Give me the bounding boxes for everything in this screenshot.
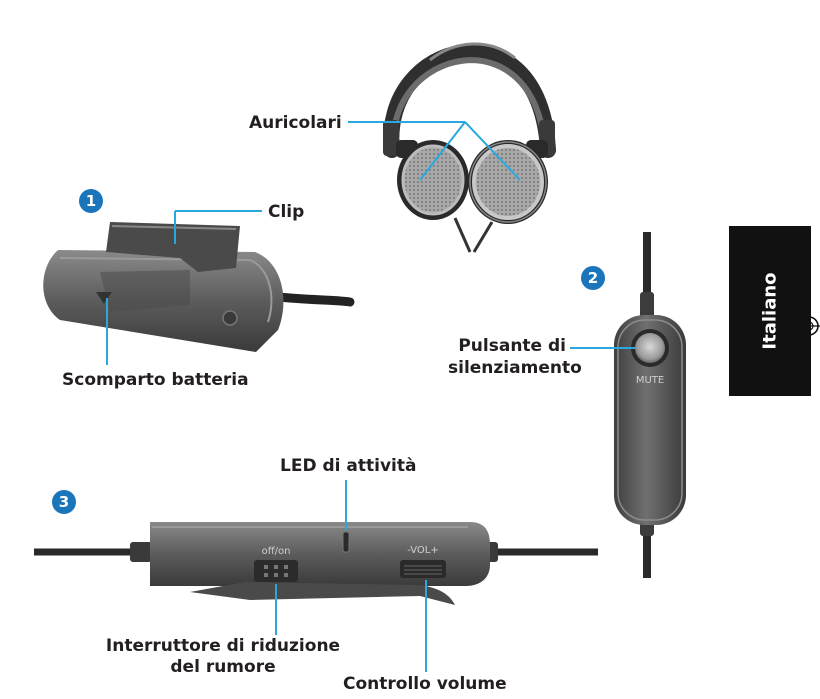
label-pulsante-1: Pulsante di (458, 336, 566, 356)
badge-2: 2 (581, 266, 605, 290)
label-clip: Clip (268, 202, 305, 222)
mute-remote: MUTE (614, 232, 686, 578)
language-tab-label: Italiano (759, 272, 781, 350)
mute-mark: MUTE (636, 375, 664, 386)
label-interruttore-1: Interruttore di riduzione (105, 636, 341, 656)
battery-box (43, 222, 355, 352)
label-led: LED di attività (280, 456, 417, 476)
label-interruttore-2: del rumore (170, 657, 276, 677)
clip-leader (174, 210, 262, 244)
language-tab: Italiano (729, 226, 811, 396)
badge-3: 3 (52, 490, 76, 514)
label-controllo-volume: Controllo volume (343, 674, 507, 694)
auricolari-leader (348, 121, 521, 181)
label-pulsante-2: silenziamento (448, 358, 582, 378)
badge-1: 1 (79, 189, 103, 213)
control-unit: off/on -VOL+ (34, 522, 598, 605)
headphones (383, 42, 556, 253)
vol-mark: -VOL+ (407, 545, 439, 556)
label-scomparto-batteria: Scomparto batteria (62, 370, 249, 390)
offon-mark: off/on (262, 546, 291, 557)
label-auricolari: Auricolari (249, 113, 342, 133)
